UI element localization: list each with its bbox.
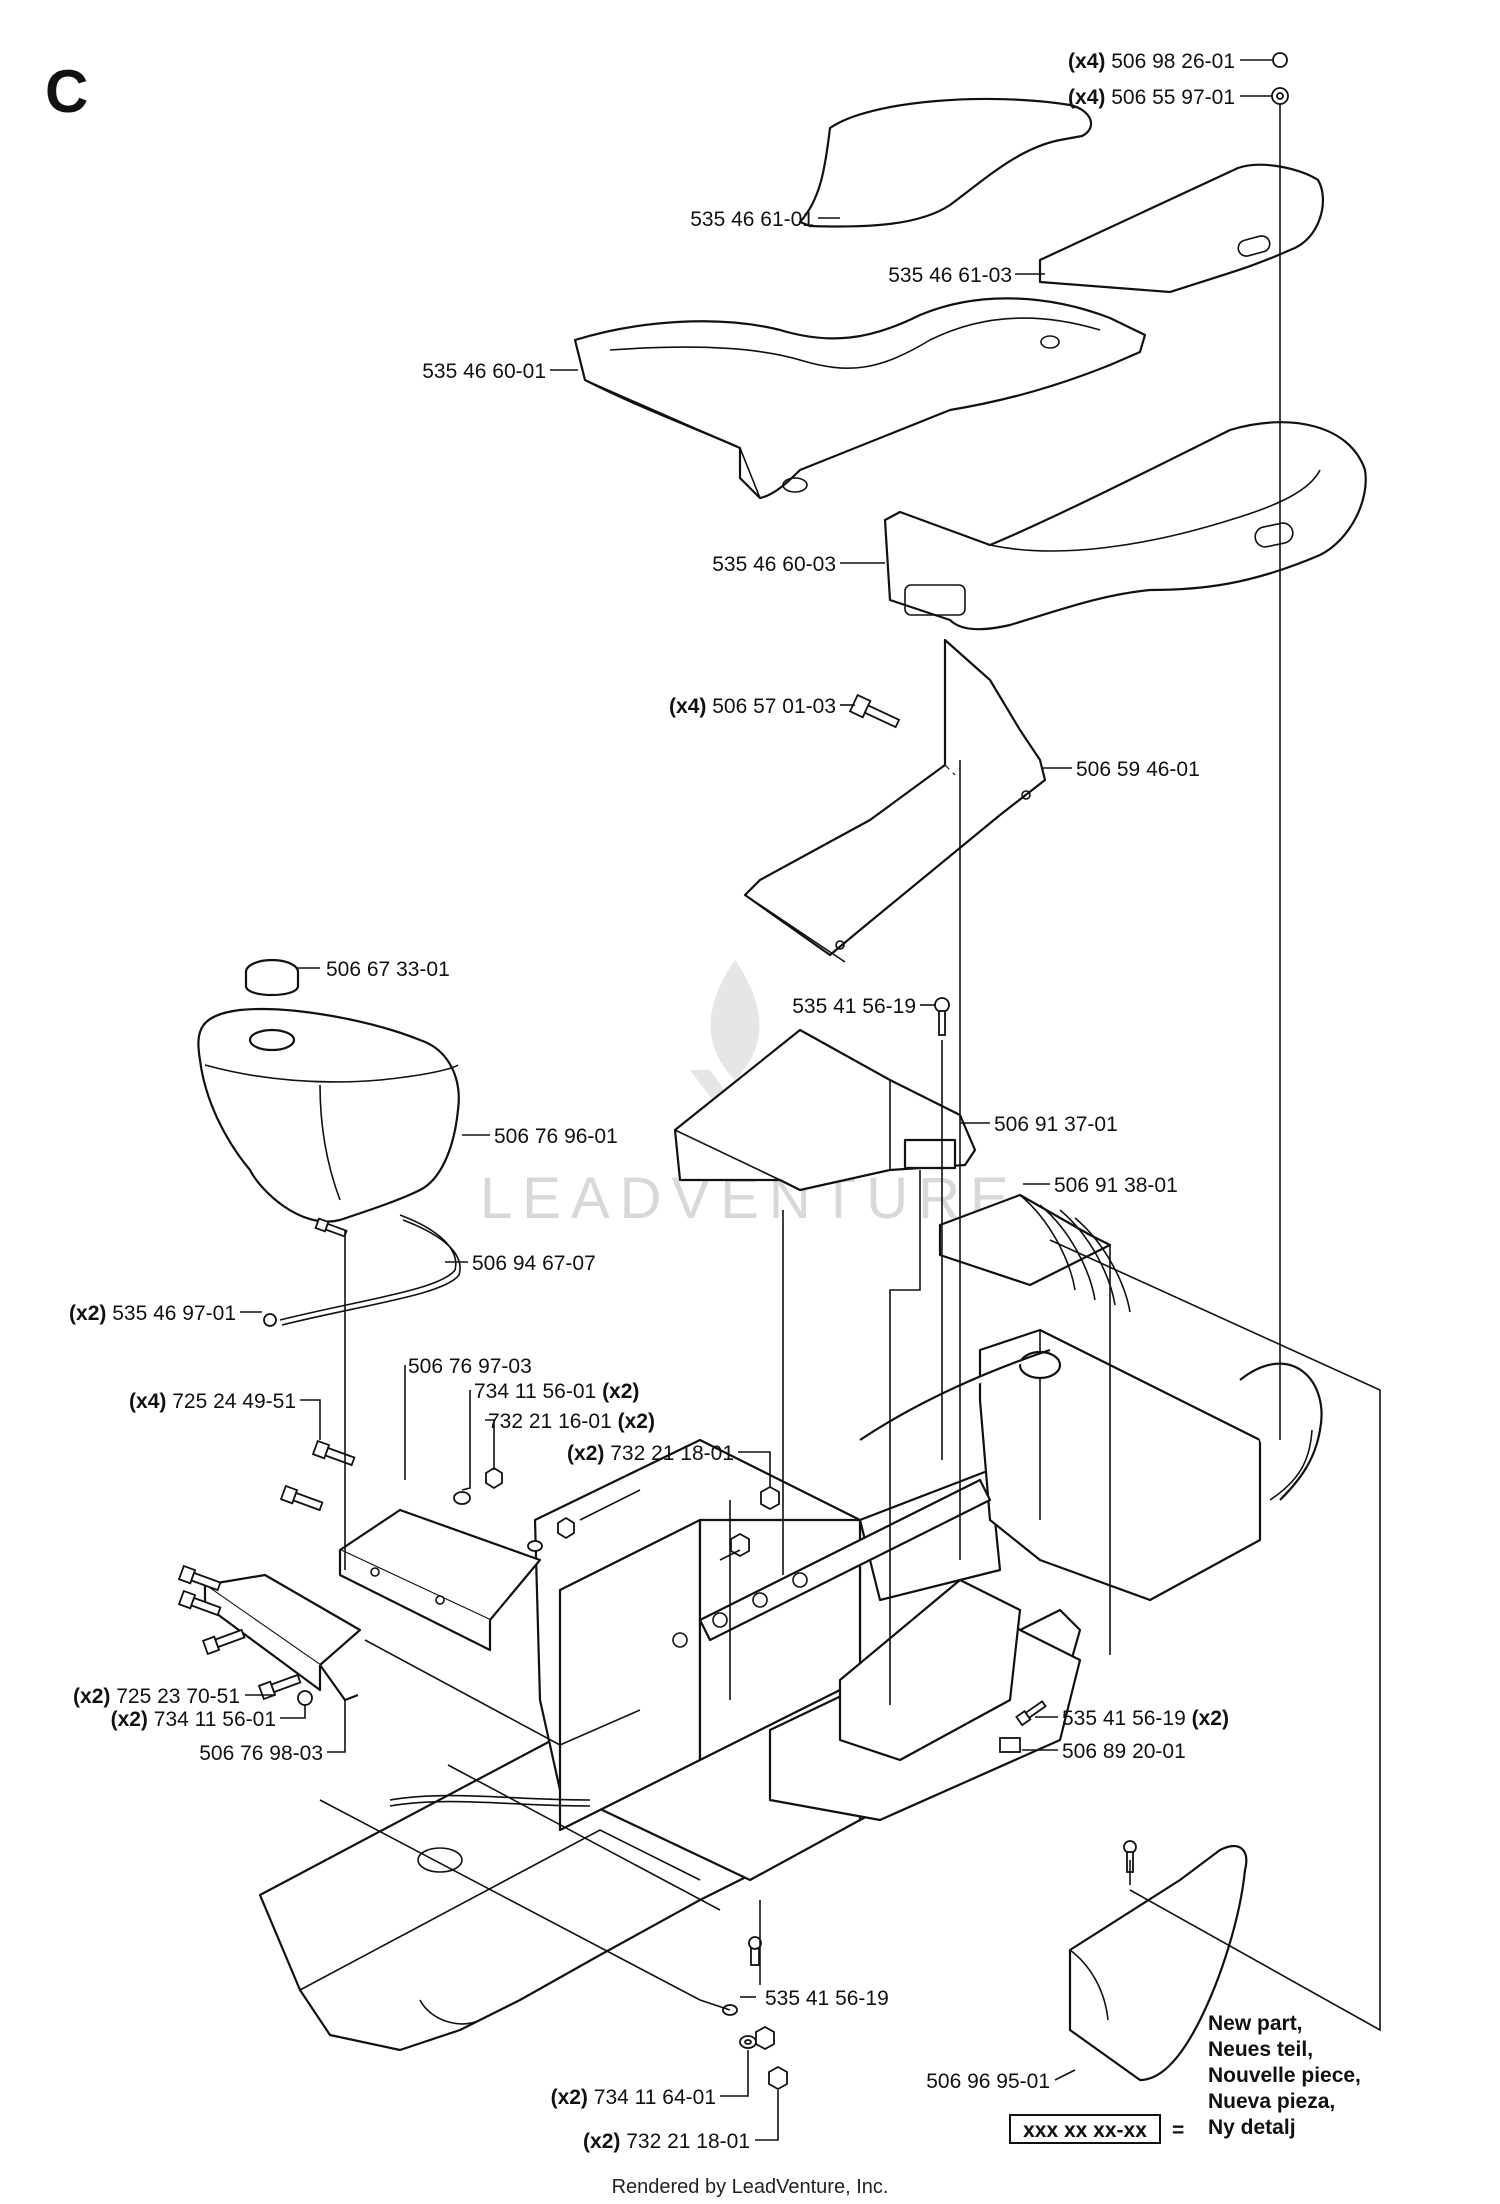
label-leaders <box>240 59 1272 2141</box>
legend-box-text: xxx xx xx-xx <box>1023 2119 1147 2142</box>
part-labels: (x4) 506 98 26-01 (x4) 506 55 97-01 535 … <box>69 50 1235 2153</box>
new-part-legend: New part, Neues teil, Nouvelle piece, Nu… <box>1009 2012 1361 2144</box>
legend-line: Nouvelle piece, <box>1208 2064 1361 2087</box>
heat-shield <box>938 1193 1131 1313</box>
fuel-cap <box>244 958 300 996</box>
part-label: 734 11 56-01 (x2) <box>474 1380 639 1403</box>
seat-pad-front <box>798 97 1093 228</box>
legend-line: Nueva pieza, <box>1208 2090 1335 2113</box>
part-label: 732 21 16-01 (x2) <box>488 1410 655 1433</box>
part-label: 506 91 37-01 <box>994 1113 1118 1136</box>
part-label: (x2) 535 46 97-01 <box>69 1302 236 1325</box>
part-label: (x4) 725 24 49-51 <box>129 1390 296 1413</box>
part-label: (x4) 506 57 01-03 <box>669 695 836 718</box>
part-label: (x2) 734 11 56-01 <box>111 1708 276 1731</box>
side-cover <box>1068 1845 1248 2082</box>
part-label: 506 91 38-01 <box>1054 1174 1178 1197</box>
part-label: 506 96 95-01 <box>926 2070 1050 2093</box>
fuel-tank <box>197 1007 460 1223</box>
legend-line: Neues teil, <box>1208 2038 1313 2061</box>
part-label: 506 59 46-01 <box>1076 758 1200 781</box>
fasteners <box>177 52 1289 2091</box>
seat-pan-upper <box>573 297 1147 500</box>
part-label: 535 41 56-19 (x2) <box>1062 1707 1229 1730</box>
seat-pad-rear <box>1038 163 1325 294</box>
legend-line: Ny detalj <box>1208 2116 1296 2139</box>
part-label: 535 46 61-01 <box>690 208 814 231</box>
part-label: (x4) 506 98 26-01 <box>1068 50 1235 73</box>
part-label: (x2) 725 23 70-51 <box>73 1685 240 1708</box>
part-label: 535 41 56-19 <box>765 1987 889 2010</box>
fuel-line <box>263 1214 461 1327</box>
footer-credit: Rendered by LeadVenture, Inc. <box>612 2176 889 2198</box>
part-label: 506 89 20-01 <box>1062 1740 1186 1763</box>
part-label: 506 67 33-01 <box>326 958 450 981</box>
legend-equals: = <box>1172 2119 1184 2142</box>
part-label: (x2) 732 21 18-01 <box>583 2130 750 2153</box>
section-letter: C <box>45 58 88 125</box>
part-label: 506 76 96-01 <box>494 1125 618 1148</box>
tank-bracket-upper <box>338 1508 542 1652</box>
seat-pan-lower <box>883 421 1367 631</box>
legend-line: New part, <box>1208 2012 1303 2035</box>
part-label: 506 76 97-03 <box>408 1355 532 1378</box>
part-label: (x2) 732 21 18-01 <box>567 1442 734 1465</box>
part-label: 535 41 56-19 <box>792 995 916 1018</box>
shield-panel <box>673 1028 977 1192</box>
seat-bracket <box>743 638 1047 963</box>
part-label: (x4) 506 55 97-01 <box>1068 86 1235 109</box>
part-label: 535 46 60-03 <box>712 553 836 576</box>
part-label: 506 76 98-03 <box>199 1742 323 1765</box>
part-label: (x2) 734 11 64-01 <box>551 2086 716 2109</box>
part-label: 535 46 61-03 <box>888 264 1012 287</box>
assembly-guide-lines <box>319 104 1381 2032</box>
part-label: 535 46 60-01 <box>422 360 546 383</box>
legend-box <box>1009 2114 1161 2144</box>
tank-bracket-lower <box>203 1573 362 1702</box>
part-label: 506 94 67-07 <box>472 1252 596 1275</box>
